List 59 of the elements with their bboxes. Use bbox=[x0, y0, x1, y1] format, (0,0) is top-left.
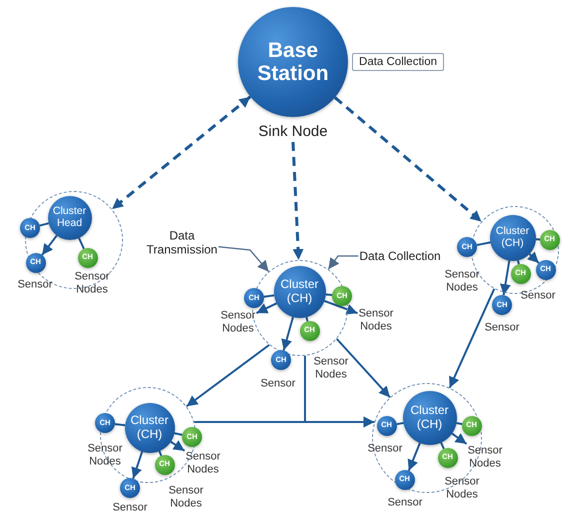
node-caption: Sensor bbox=[18, 278, 52, 292]
node-label: Sensor bbox=[368, 442, 402, 456]
node-caption: Sensor Nodes bbox=[74, 270, 110, 296]
leader-line bbox=[218, 246, 270, 272]
arrow bbox=[41, 234, 58, 256]
arrow bbox=[170, 440, 186, 452]
arrow bbox=[131, 451, 144, 479]
connector-line bbox=[536, 238, 540, 240]
node-caption: Sensor Nodes bbox=[444, 475, 480, 501]
arrow bbox=[304, 356, 374, 428]
arrow bbox=[186, 344, 270, 408]
connector-line bbox=[440, 442, 445, 450]
base-station-circle: Base Station bbox=[238, 7, 348, 117]
connector-line bbox=[306, 316, 308, 322]
node-caption: Sensor bbox=[484, 322, 520, 334]
cluster-head-circle: Cluster (CH) bbox=[124, 402, 174, 452]
node-caption: Sensor bbox=[388, 496, 422, 510]
dashed-arrow bbox=[111, 96, 252, 210]
node-label: Sensor Nodes bbox=[468, 444, 502, 470]
arrow bbox=[500, 260, 511, 296]
connector-line bbox=[174, 432, 182, 436]
arrow bbox=[408, 442, 421, 472]
leader-line bbox=[328, 255, 358, 270]
node-caption: Sensor bbox=[260, 378, 296, 390]
arrow bbox=[256, 302, 278, 314]
cluster-head-circle: Cluster (CH) bbox=[402, 390, 456, 444]
node-label: Sensor Nodes bbox=[220, 309, 256, 335]
arrow bbox=[451, 432, 468, 445]
cluster-head-circle: Cluster Head bbox=[48, 196, 92, 240]
dashed-arrow bbox=[292, 142, 304, 260]
connector-line bbox=[456, 422, 462, 426]
connector-line bbox=[264, 294, 274, 298]
tag-box: Data Collection bbox=[352, 53, 444, 71]
annotation-text: Data Transmission bbox=[146, 228, 218, 258]
node-caption: Sensor bbox=[112, 502, 148, 514]
node-caption: Sensor bbox=[520, 290, 556, 302]
connector-line bbox=[78, 238, 85, 250]
node-caption: Sensor Nodes bbox=[168, 484, 204, 510]
node-caption: Sink Node bbox=[257, 123, 329, 140]
arrow bbox=[448, 288, 496, 388]
arrow bbox=[336, 338, 391, 398]
annotation-text: Data Collection bbox=[359, 248, 441, 264]
connector-line bbox=[476, 241, 491, 246]
cluster-head-circle: Cluster (CH) bbox=[274, 266, 326, 318]
node-label: Sensor Nodes bbox=[358, 307, 394, 333]
connector-line bbox=[326, 293, 332, 296]
connector-line bbox=[396, 422, 404, 426]
arrow bbox=[527, 251, 540, 264]
node-caption: Sensor Nodes bbox=[444, 268, 480, 294]
node-caption: Sensor Nodes bbox=[314, 355, 348, 381]
arrow bbox=[324, 300, 358, 315]
node-label: Sensor Nodes bbox=[88, 442, 122, 468]
cluster-head-circle: Cluster (CH) bbox=[490, 214, 536, 260]
connector-line bbox=[158, 450, 162, 456]
arrow bbox=[281, 316, 294, 351]
connector-line bbox=[114, 423, 126, 426]
connector-line bbox=[39, 222, 49, 227]
node-label: Sensor Nodes bbox=[186, 450, 220, 476]
dashed-arrow bbox=[334, 96, 482, 223]
